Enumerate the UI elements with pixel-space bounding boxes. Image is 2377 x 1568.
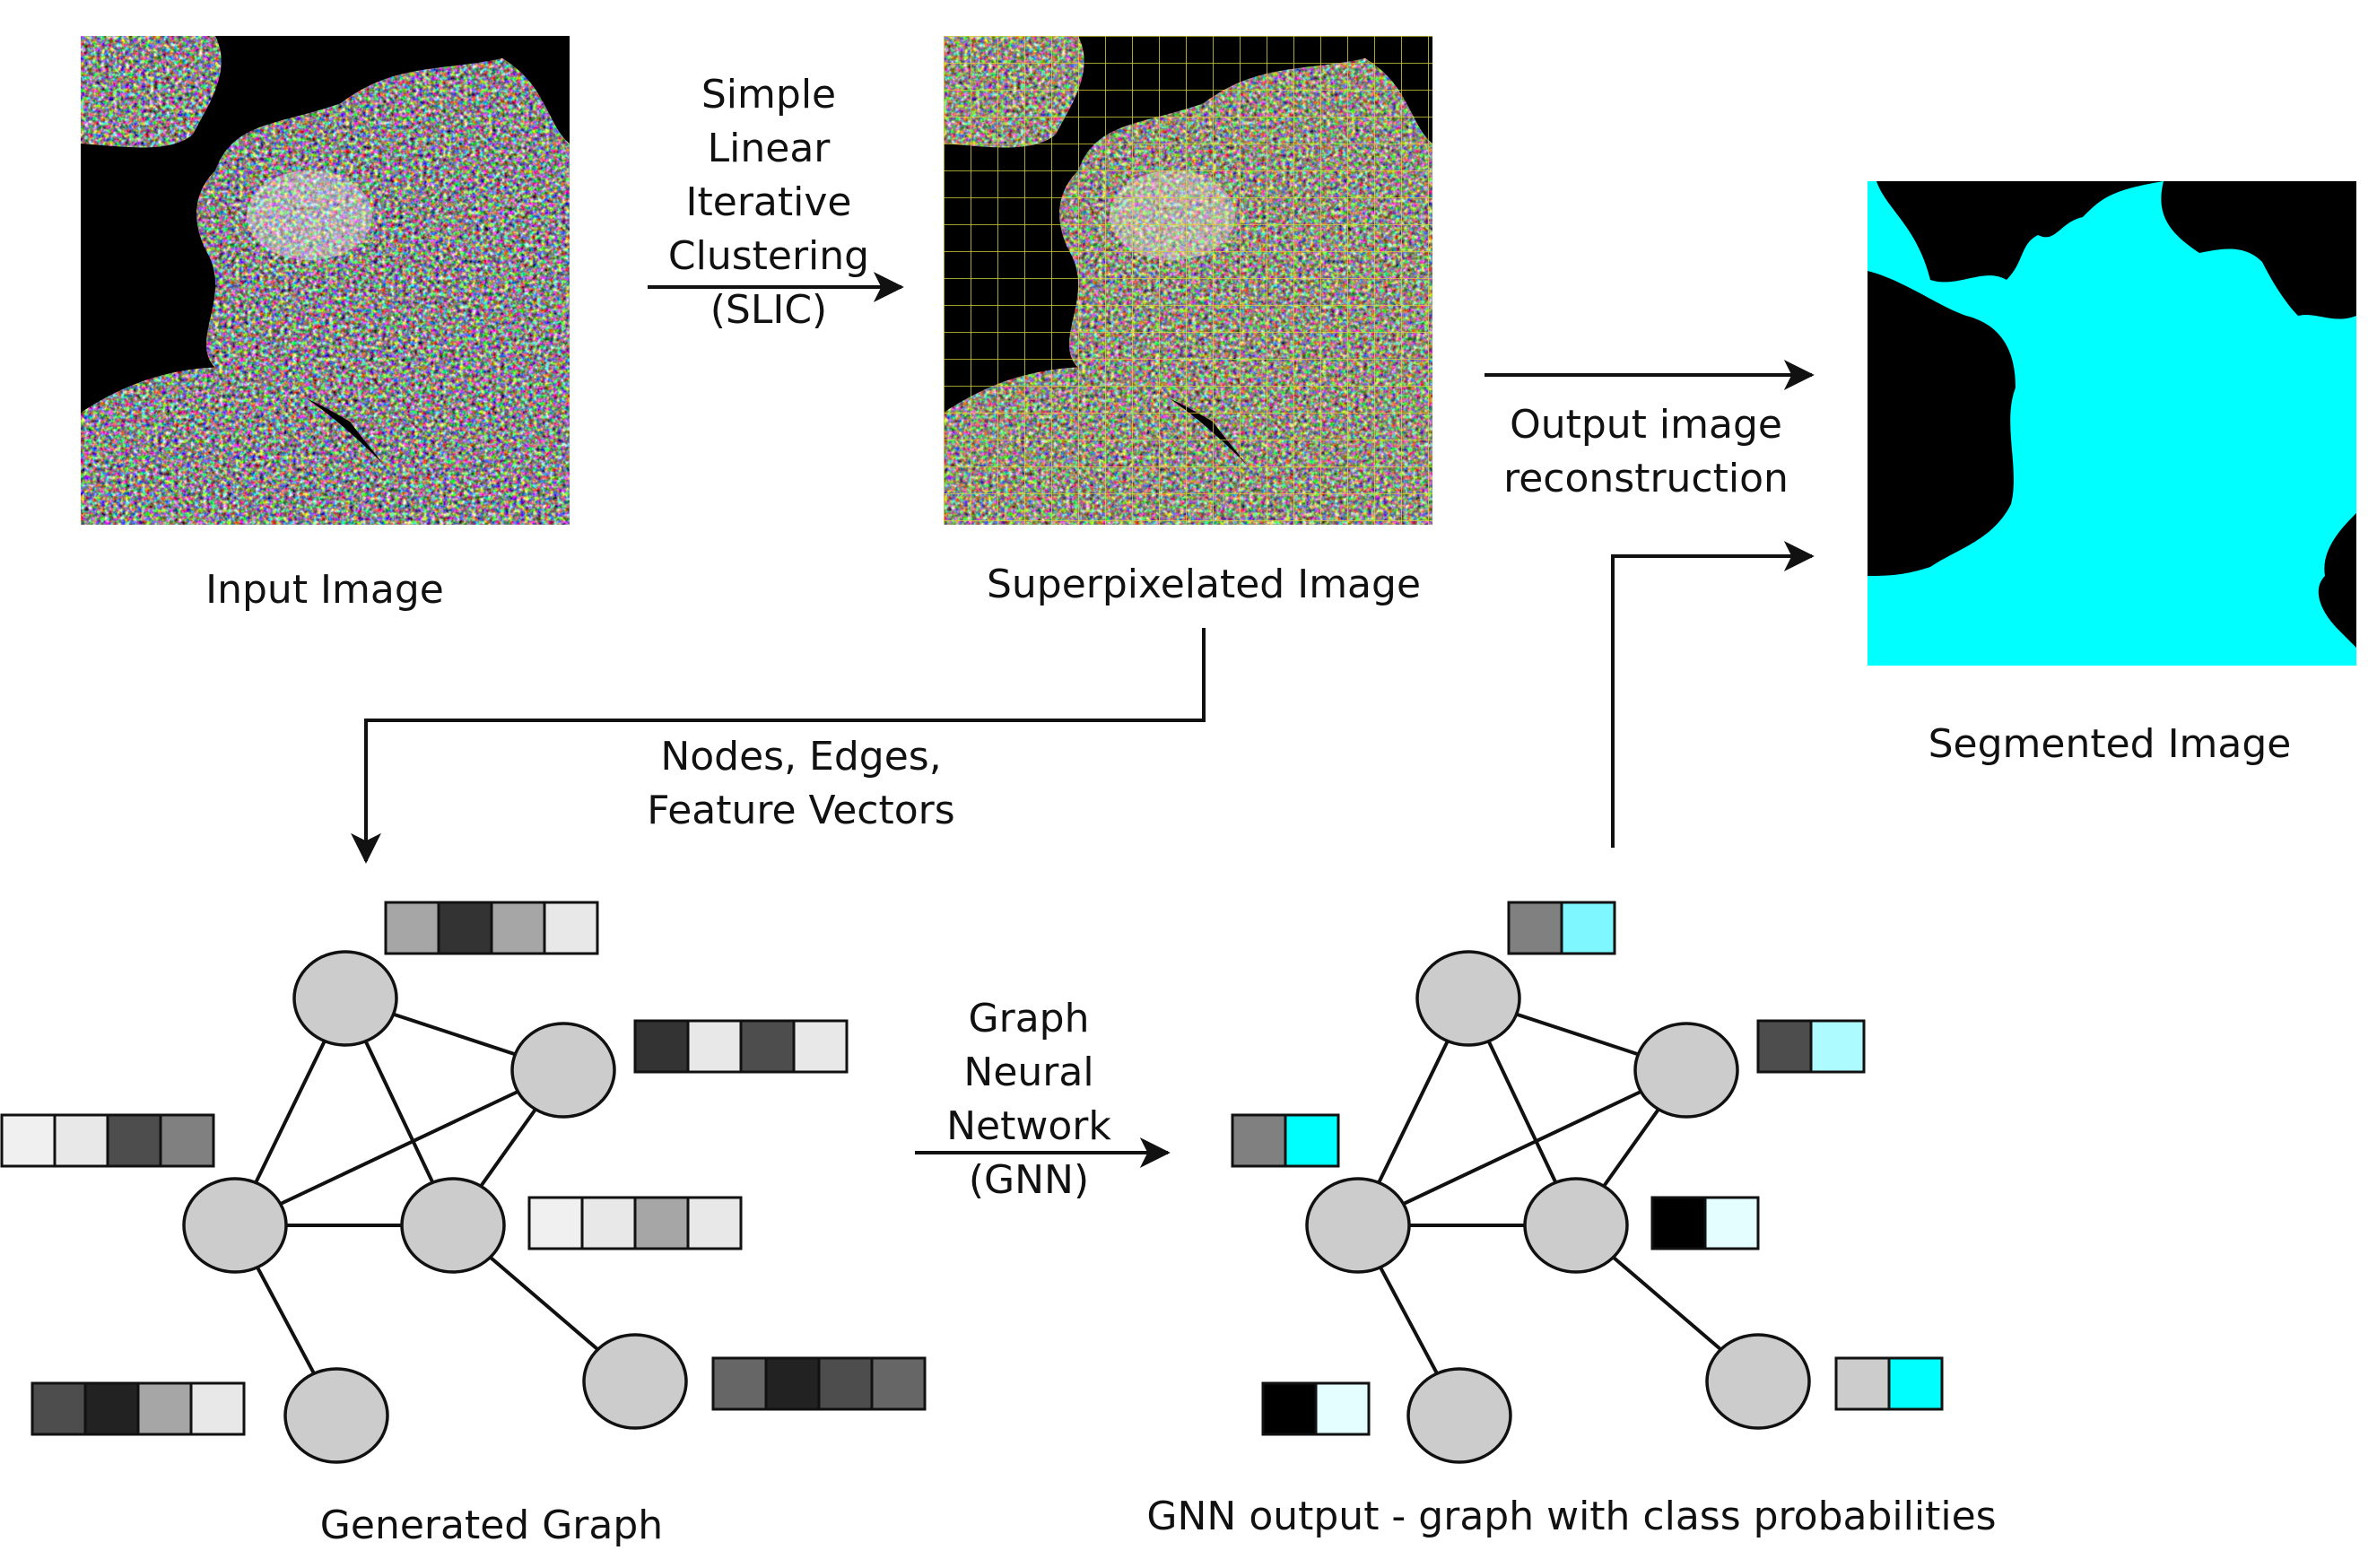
feature-vector-cell bbox=[0, 1113, 57, 1168]
input-image-title: Input Image bbox=[205, 567, 444, 613]
class-probability-vector bbox=[1231, 1113, 1340, 1168]
superpixel-image-title: Superpixelated Image bbox=[987, 562, 1421, 607]
feature-vector-cell bbox=[83, 1381, 140, 1436]
slic-label-line-2: Linear bbox=[708, 126, 832, 171]
class-probability-vector-cell bbox=[1756, 1019, 1813, 1074]
gnn-output-title: GNN output - graph with class probabilit… bbox=[1146, 1494, 1996, 1539]
feature-vector-cell bbox=[764, 1356, 821, 1411]
class-probability-vector-cell bbox=[1887, 1356, 1944, 1411]
class-probability-vector-cell bbox=[1314, 1381, 1371, 1436]
feature-vector-cell bbox=[870, 1356, 927, 1411]
gnn-arrow: Graph Neural Network (GNN) bbox=[915, 996, 1171, 1203]
generated-graph bbox=[0, 901, 927, 1464]
graph-node bbox=[292, 950, 398, 1047]
graph-node bbox=[400, 1177, 506, 1274]
segmented-image bbox=[1868, 181, 2356, 666]
class-probability-vector-cell bbox=[1284, 1113, 1340, 1168]
feature-vector-cell bbox=[527, 1196, 584, 1250]
class-probability-vector bbox=[1507, 901, 1616, 955]
reconstruction-label-line-2: reconstruction bbox=[1503, 456, 1789, 501]
gnn-label-line-1: Graph bbox=[969, 996, 1090, 1041]
superpixel-image bbox=[944, 36, 1432, 525]
graph-build-label-line-1: Nodes, Edges, bbox=[660, 734, 941, 780]
graph-node bbox=[510, 1022, 616, 1119]
feature-vector bbox=[30, 1381, 246, 1436]
feature-vector-cell bbox=[817, 1356, 874, 1411]
feature-vector-cell bbox=[633, 1019, 690, 1074]
graph-node bbox=[283, 1367, 389, 1464]
generated-graph-title: Generated Graph bbox=[320, 1503, 663, 1548]
feature-vector-cell bbox=[136, 1381, 193, 1436]
class-probability-vectors bbox=[1231, 901, 1944, 1436]
class-probability-vector-cell bbox=[1703, 1196, 1760, 1250]
class-probability-vector-cell bbox=[1834, 1356, 1891, 1411]
output-graph-node bbox=[1705, 1333, 1811, 1430]
feature-vector-cell bbox=[580, 1196, 637, 1250]
graph-build-arrow: Nodes, Edges, Feature Vectors bbox=[351, 628, 1206, 864]
class-probability-vector bbox=[1650, 1196, 1760, 1250]
gnn-label-line-3: Network bbox=[946, 1103, 1111, 1149]
feature-vector bbox=[711, 1356, 927, 1411]
class-probability-vector bbox=[1756, 1019, 1866, 1074]
slic-label-line-4: Clustering bbox=[668, 233, 869, 279]
feature-vector-cell bbox=[686, 1019, 743, 1074]
class-probability-vector-cell bbox=[1231, 1113, 1287, 1168]
class-probability-vector-cell bbox=[1261, 1381, 1318, 1436]
feature-vector-cell bbox=[686, 1196, 743, 1250]
gnn-label-line-4: (GNN) bbox=[969, 1157, 1089, 1203]
class-probability-vector-cell bbox=[1560, 901, 1616, 955]
graph-build-label-line-2: Feature Vectors bbox=[647, 788, 954, 833]
class-probability-vector-cell bbox=[1507, 901, 1563, 955]
reconstruction-label-line-1: Output image bbox=[1510, 402, 1782, 448]
input-image bbox=[81, 36, 570, 525]
feature-vector bbox=[384, 901, 599, 955]
feature-vector-cell bbox=[711, 1356, 768, 1411]
feature-vector-cell bbox=[30, 1381, 87, 1436]
feature-vector-cell bbox=[739, 1019, 796, 1074]
output-graph-node bbox=[1305, 1177, 1411, 1274]
segmented-image-title: Segmented Image bbox=[1929, 721, 2292, 767]
feature-vector-cell bbox=[53, 1113, 109, 1168]
slic-label-line-5: (SLIC) bbox=[710, 287, 827, 333]
feature-vector-cell bbox=[633, 1196, 690, 1250]
feature-vector bbox=[527, 1196, 743, 1250]
class-probability-vector-cell bbox=[1650, 1196, 1707, 1250]
feature-vector-cell bbox=[437, 901, 493, 955]
feature-vectors bbox=[0, 901, 927, 1436]
feature-vector-cell bbox=[189, 1381, 246, 1436]
slic-arrow: Simple Linear Iterative Clustering (SLIC… bbox=[648, 72, 904, 333]
reconstruction-arrow: Output image reconstruction bbox=[1485, 360, 1815, 848]
class-probability-vector bbox=[1261, 1381, 1371, 1436]
output-graph-node bbox=[1633, 1022, 1739, 1119]
class-probability-vector bbox=[1834, 1356, 1944, 1411]
feature-vector bbox=[633, 1019, 849, 1074]
feature-vector bbox=[0, 1113, 215, 1168]
graph-node bbox=[182, 1177, 288, 1274]
class-probability-vector-cell bbox=[1809, 1019, 1866, 1074]
output-graph-node bbox=[1523, 1177, 1629, 1274]
gnn-output-graph bbox=[1231, 901, 1944, 1464]
feature-vector-cell bbox=[543, 901, 599, 955]
feature-vector-cell bbox=[490, 901, 546, 955]
slic-label-line-1: Simple bbox=[701, 72, 836, 118]
feature-vector-cell bbox=[384, 901, 440, 955]
feature-vector-cell bbox=[159, 1113, 215, 1168]
slic-label-line-3: Iterative bbox=[686, 179, 852, 225]
output-graph-node bbox=[1406, 1367, 1512, 1464]
feature-vector-cell bbox=[792, 1019, 849, 1074]
feature-vector-cell bbox=[106, 1113, 162, 1168]
gnn-label-line-2: Neural bbox=[963, 1050, 1093, 1095]
graph-node bbox=[582, 1333, 688, 1430]
output-graph-node bbox=[1415, 950, 1521, 1047]
